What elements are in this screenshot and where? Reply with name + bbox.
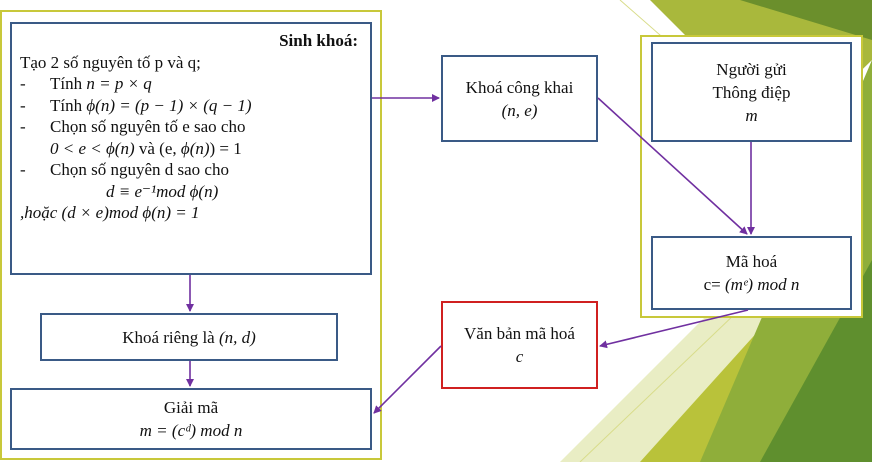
sender-box: Người gửi Thông điệp m bbox=[651, 42, 852, 142]
public-key-box: Khoá công khai (n, e) bbox=[441, 55, 598, 142]
arrow-ciphertext-to-decrypt bbox=[373, 345, 442, 414]
keygen-line-d-alt-formula: ,hoặc (d × e)mod ϕ(n) = 1 bbox=[20, 203, 200, 222]
ciphertext-title: Văn bản mã hoá bbox=[464, 324, 575, 343]
public-key-title: Khoá công khai bbox=[465, 77, 574, 97]
keygen-line-e-condition: 0 < e < ϕ(n) và (e, ϕ(n)) = 1 bbox=[50, 138, 242, 158]
sender-line-1: Người gửi bbox=[716, 59, 787, 79]
keygen-line-choose-e: -Chọn số nguyên tố e sao cho bbox=[20, 117, 246, 136]
keygen-title: Sinh khoá: bbox=[279, 31, 358, 50]
bg-thin-line-2 bbox=[579, 289, 761, 462]
decrypt-box: Giải mã m = (cᵈ) mod n bbox=[10, 388, 372, 450]
arrow-public-key-to-encrypt bbox=[597, 97, 748, 235]
ciphertext-math: c bbox=[515, 347, 524, 366]
ciphertext-box: Văn bản mã hoá c bbox=[441, 301, 598, 389]
private-key-math: (n, d) bbox=[218, 327, 256, 347]
decrypt-formula: m = (cᵈ) mod n bbox=[139, 421, 243, 440]
key-generation-box: Sinh khoá: Tạo 2 số nguyên tố p và q; -T… bbox=[10, 22, 372, 275]
decrypt-title: Giải mã bbox=[163, 398, 219, 417]
encrypt-title: Mã hoá bbox=[725, 252, 778, 271]
keygen-line-choose-d: -Chọn số nguyên d sao cho bbox=[20, 160, 229, 179]
keygen-line-phi: -Tính ϕ(n) = (p − 1) × (q − 1) bbox=[20, 95, 252, 115]
public-key-math: (n, e) bbox=[501, 100, 538, 120]
private-key-box: Khoá riêng là (n, d) bbox=[40, 313, 338, 361]
encrypt-formula: c= (mᵉ) mod n bbox=[703, 275, 800, 294]
arrow-encrypt-to-ciphertext bbox=[599, 309, 749, 349]
private-key-label: Khoá riêng là bbox=[122, 327, 219, 347]
sender-line-2: Thông điệp bbox=[712, 82, 791, 102]
sender-message: m bbox=[745, 105, 758, 125]
keygen-line-d-formula: d ≡ e⁻¹mod ϕ(n) bbox=[106, 181, 219, 201]
encrypt-box: Mã hoá c= (mᵉ) mod n bbox=[651, 236, 852, 310]
bg-shape-top-dark bbox=[740, 0, 872, 40]
keygen-line-primes: Tạo 2 số nguyên tố p và q; bbox=[20, 52, 201, 72]
keygen-line-n: -Tính n = p × q bbox=[20, 74, 152, 93]
